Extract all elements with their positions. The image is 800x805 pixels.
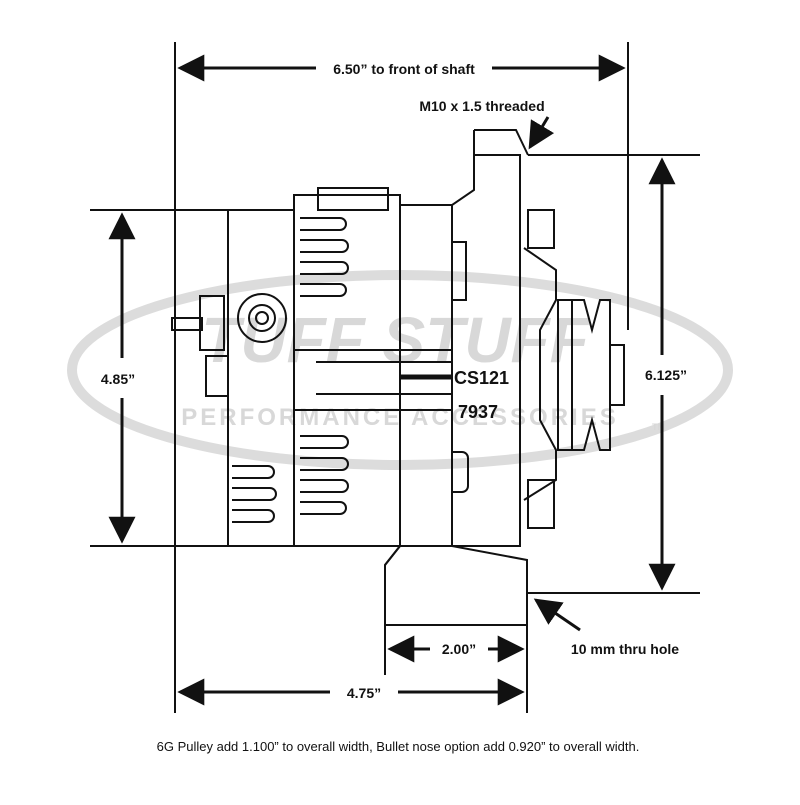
model-label: CS121 bbox=[454, 368, 509, 388]
alternator-outline bbox=[171, 129, 625, 626]
watermark-trademark: TM bbox=[652, 422, 665, 432]
housing-height-label: 4.85” bbox=[101, 371, 135, 387]
ear-width-label: 2.00” bbox=[442, 641, 476, 657]
body-length-label: 4.75” bbox=[347, 685, 381, 701]
watermark-brand: TUFF STUFF bbox=[201, 304, 590, 376]
overall-length-label: 6.50” to front of shaft bbox=[333, 61, 475, 77]
footnote: 6G Pulley add 1.100” to overall width, B… bbox=[157, 739, 640, 754]
extension-lines bbox=[90, 42, 700, 713]
thread-spec-label: M10 x 1.5 threaded bbox=[419, 98, 544, 114]
mount-height-label: 6.125” bbox=[645, 367, 687, 383]
dimension-arrows bbox=[108, 54, 676, 706]
part-number-label: 7937 bbox=[458, 402, 498, 422]
mount-hole-label: 10 mm thru hole bbox=[571, 641, 679, 657]
